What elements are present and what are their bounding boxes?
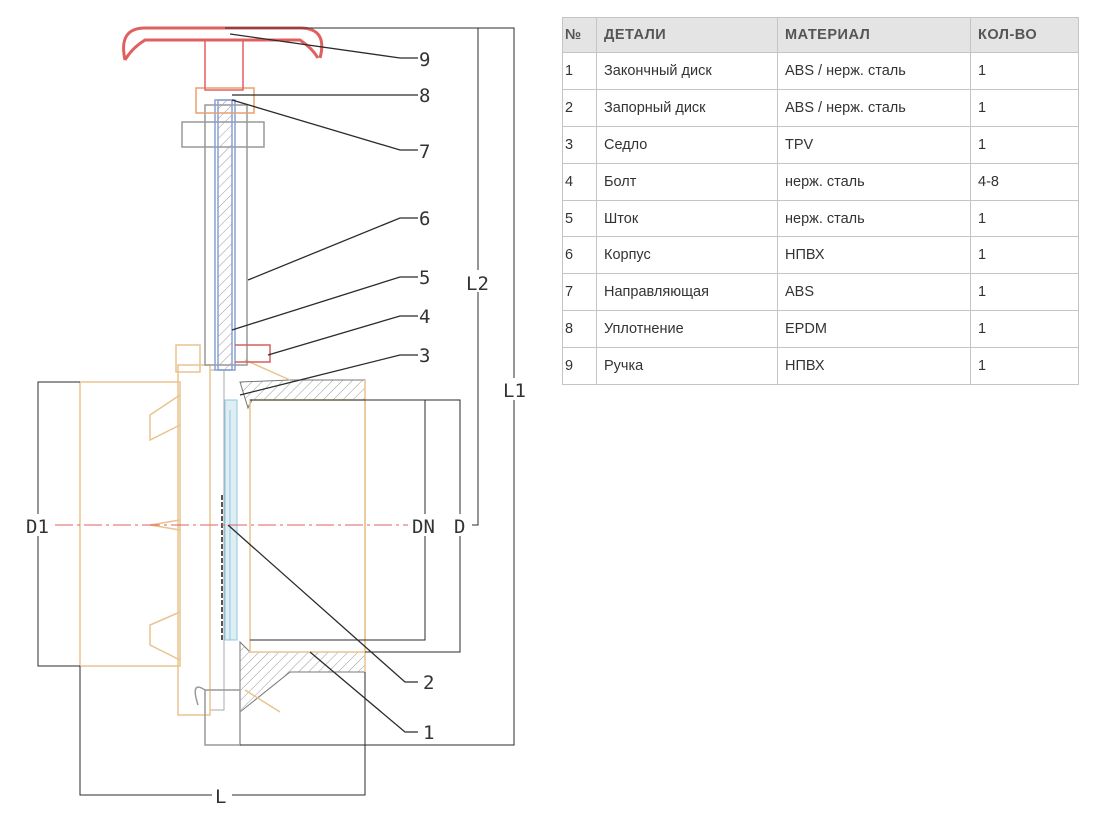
cell-quantity: 1 (970, 52, 1079, 90)
valve-body-section (209, 369, 366, 714)
valve-stem-assembly (181, 39, 271, 746)
cell-number: 9 (562, 347, 597, 386)
callout-8: 8 (419, 85, 430, 107)
column-header-number: № (562, 17, 597, 53)
cell-material: ABS (777, 273, 971, 312)
cell-material: ABS / нерж. сталь (777, 88, 971, 127)
cell-number: 1 (562, 52, 597, 90)
callout-9: 9 (419, 49, 430, 71)
cell-material: ABS / нерж. сталь (777, 52, 971, 90)
valve-technical-drawing: L2 L1 D1 DN D L 9 8 7 6 5 4 3 2 1 (22, 26, 526, 808)
table-header-row: № ДЕТАЛИ МАТЕРИАЛ КОЛ-ВО (562, 17, 1079, 53)
cell-number: 3 (562, 125, 597, 164)
cell-material: НПВХ (777, 347, 971, 386)
column-header-quantity: КОЛ-ВО (970, 17, 1079, 53)
dim-label-dn: DN (412, 516, 435, 538)
callout-7: 7 (419, 141, 430, 163)
column-header-details: ДЕТАЛИ (596, 17, 778, 53)
handle-shape (122, 26, 324, 61)
cell-quantity: 1 (970, 347, 1079, 386)
dimension-labels: L2 L1 D1 DN D L (22, 270, 526, 808)
cell-part: Ручка (596, 347, 778, 386)
callout-1: 1 (423, 722, 434, 744)
callout-6: 6 (419, 208, 430, 230)
callout-3: 3 (419, 345, 430, 367)
cell-number: 6 (562, 236, 597, 275)
cell-quantity: 4-8 (970, 162, 1079, 201)
cell-quantity: 1 (970, 125, 1079, 164)
cell-part: Шток (596, 199, 778, 238)
cell-number: 8 (562, 310, 597, 349)
dim-label-d1: D1 (26, 516, 49, 538)
cell-part: Закончный диск (596, 52, 778, 90)
cell-quantity: 1 (970, 310, 1079, 349)
cell-quantity: 1 (970, 88, 1079, 127)
cell-material: TPV (777, 125, 971, 164)
cell-quantity: 1 (970, 199, 1079, 238)
callout-4: 4 (419, 306, 430, 328)
cell-part: Корпус (596, 236, 778, 275)
dim-label-l1: L1 (503, 380, 526, 402)
callout-numbers: 9 8 7 6 5 4 3 2 1 (419, 49, 434, 744)
cell-part: Запорный диск (596, 88, 778, 127)
cell-part: Направляющая (596, 273, 778, 312)
callout-2: 2 (423, 672, 434, 694)
cell-quantity: 1 (970, 273, 1079, 312)
dim-label-d: D (454, 516, 465, 538)
dim-label-l2: L2 (466, 273, 489, 295)
cell-material: нерж. сталь (777, 162, 971, 201)
cell-part: Уплотнение (596, 310, 778, 349)
column-header-material: МАТЕРИАЛ (777, 17, 971, 53)
callout-leaders (227, 33, 418, 733)
cell-number: 5 (562, 199, 597, 238)
cell-material: нерж. сталь (777, 199, 971, 238)
cell-quantity: 1 (970, 236, 1079, 275)
dim-label-l: L (215, 786, 226, 808)
cell-material: EPDM (777, 310, 971, 349)
cell-number: 7 (562, 273, 597, 312)
callout-5: 5 (419, 267, 430, 289)
cell-number: 2 (562, 88, 597, 127)
cell-material: НПВХ (777, 236, 971, 275)
cell-part: Седло (596, 125, 778, 164)
cell-part: Болт (596, 162, 778, 201)
cell-number: 4 (562, 162, 597, 201)
